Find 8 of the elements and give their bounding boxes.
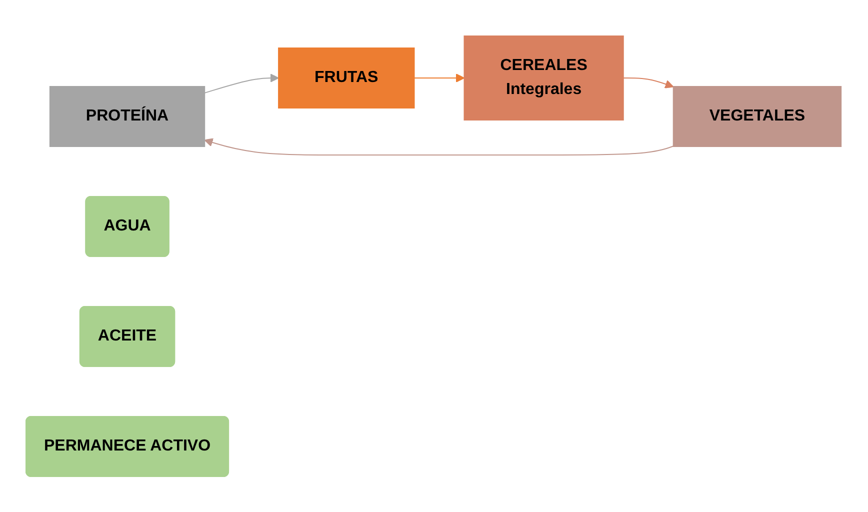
arrow: [204, 138, 674, 156]
arrow: [414, 73, 466, 82]
node-box: PROTEÍNA: [50, 86, 206, 147]
arrow: [204, 73, 280, 94]
node-box: CEREALES Integrales: [464, 35, 624, 120]
node-box: FRUTAS: [278, 47, 416, 108]
node-box: VEGETALES: [673, 86, 842, 147]
arrow: [623, 77, 674, 88]
